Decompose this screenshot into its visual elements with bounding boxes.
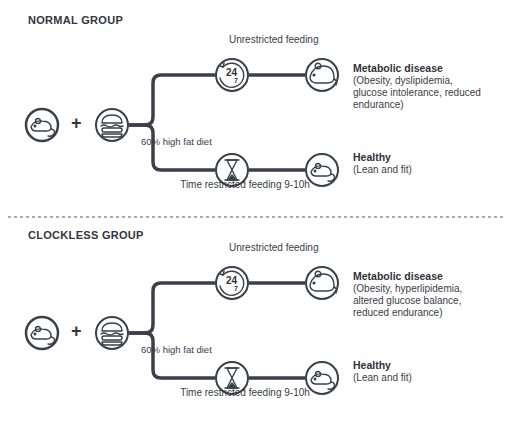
- clockless-illustration: [26, 271, 337, 389]
- hourglass-circle: Time restricted feeding 9-10h: [215, 153, 249, 187]
- branch-connector: [249, 73, 305, 77]
- branch-connector: [249, 281, 305, 285]
- outcome-heading: Metabolic disease: [353, 270, 503, 282]
- clock-days: 7: [234, 283, 242, 295]
- hourglass-circle: Time restricted feeding 9-10h: [215, 361, 249, 395]
- branch-label: Unrestricted feeding: [229, 34, 349, 46]
- group-title: CLOCKLESS GROUP: [28, 229, 144, 241]
- outcome-detail: (Lean and fit): [353, 372, 503, 384]
- branch-connector: [129, 283, 215, 333]
- outcome-circle: Healthy(Lean and fit): [305, 153, 339, 187]
- feeding-clock-circle: Unrestricted feeding247: [215, 266, 249, 300]
- outcome-detail: (Lean and fit): [353, 164, 503, 176]
- outcome-heading: Metabolic disease: [353, 62, 503, 74]
- branch-connector: [249, 376, 305, 380]
- start-mouse-circle: [26, 109, 58, 141]
- branch-connector: [129, 75, 215, 125]
- group-divider: [8, 216, 504, 217]
- outcome-circle: Metabolic disease(Obesity, hyperlipidemi…: [305, 266, 339, 300]
- clock-hours: 24: [217, 275, 246, 287]
- branch-connector: [129, 125, 215, 170]
- diet-label: 60% high fat diet: [141, 344, 241, 356]
- branch-connector: [129, 333, 215, 378]
- diet-circle: 60% high fat diet: [95, 316, 129, 350]
- branch-label: Unrestricted feeding: [229, 242, 349, 254]
- branch-connector: [249, 168, 305, 172]
- outcome-detail: (Obesity, dyslipidemia, glucose intolera…: [353, 75, 488, 111]
- lean-mouse-icon: [311, 164, 335, 182]
- branch-label: Time restricted feeding 9-10h: [155, 387, 335, 399]
- plus-sign: +: [71, 113, 82, 134]
- mouse-icon: [31, 119, 55, 137]
- outcome-circle: Healthy(Lean and fit): [305, 361, 339, 395]
- outcome-heading: Healthy: [353, 151, 503, 163]
- fat-mouse-icon: [310, 63, 337, 85]
- clock-hours: 24: [217, 67, 246, 79]
- group-title: NORMAL GROUP: [28, 14, 123, 26]
- outcome-heading: Healthy: [353, 359, 503, 371]
- branch-label: Time restricted feeding 9-10h: [155, 179, 335, 191]
- outcome-circle: Metabolic disease(Obesity, dyslipidemia,…: [305, 58, 339, 92]
- plus-sign: +: [71, 321, 82, 342]
- outcome-detail: (Obesity, hyperlipidemia, altered glucos…: [353, 283, 488, 319]
- diet-circle: 60% high fat diet: [95, 108, 129, 142]
- feeding-clock-circle: Unrestricted feeding247: [215, 58, 249, 92]
- clock-days: 7: [234, 75, 242, 87]
- burger-icon: [101, 115, 123, 137]
- hourglass-icon: [225, 160, 239, 180]
- diet-label: 60% high fat diet: [141, 136, 241, 148]
